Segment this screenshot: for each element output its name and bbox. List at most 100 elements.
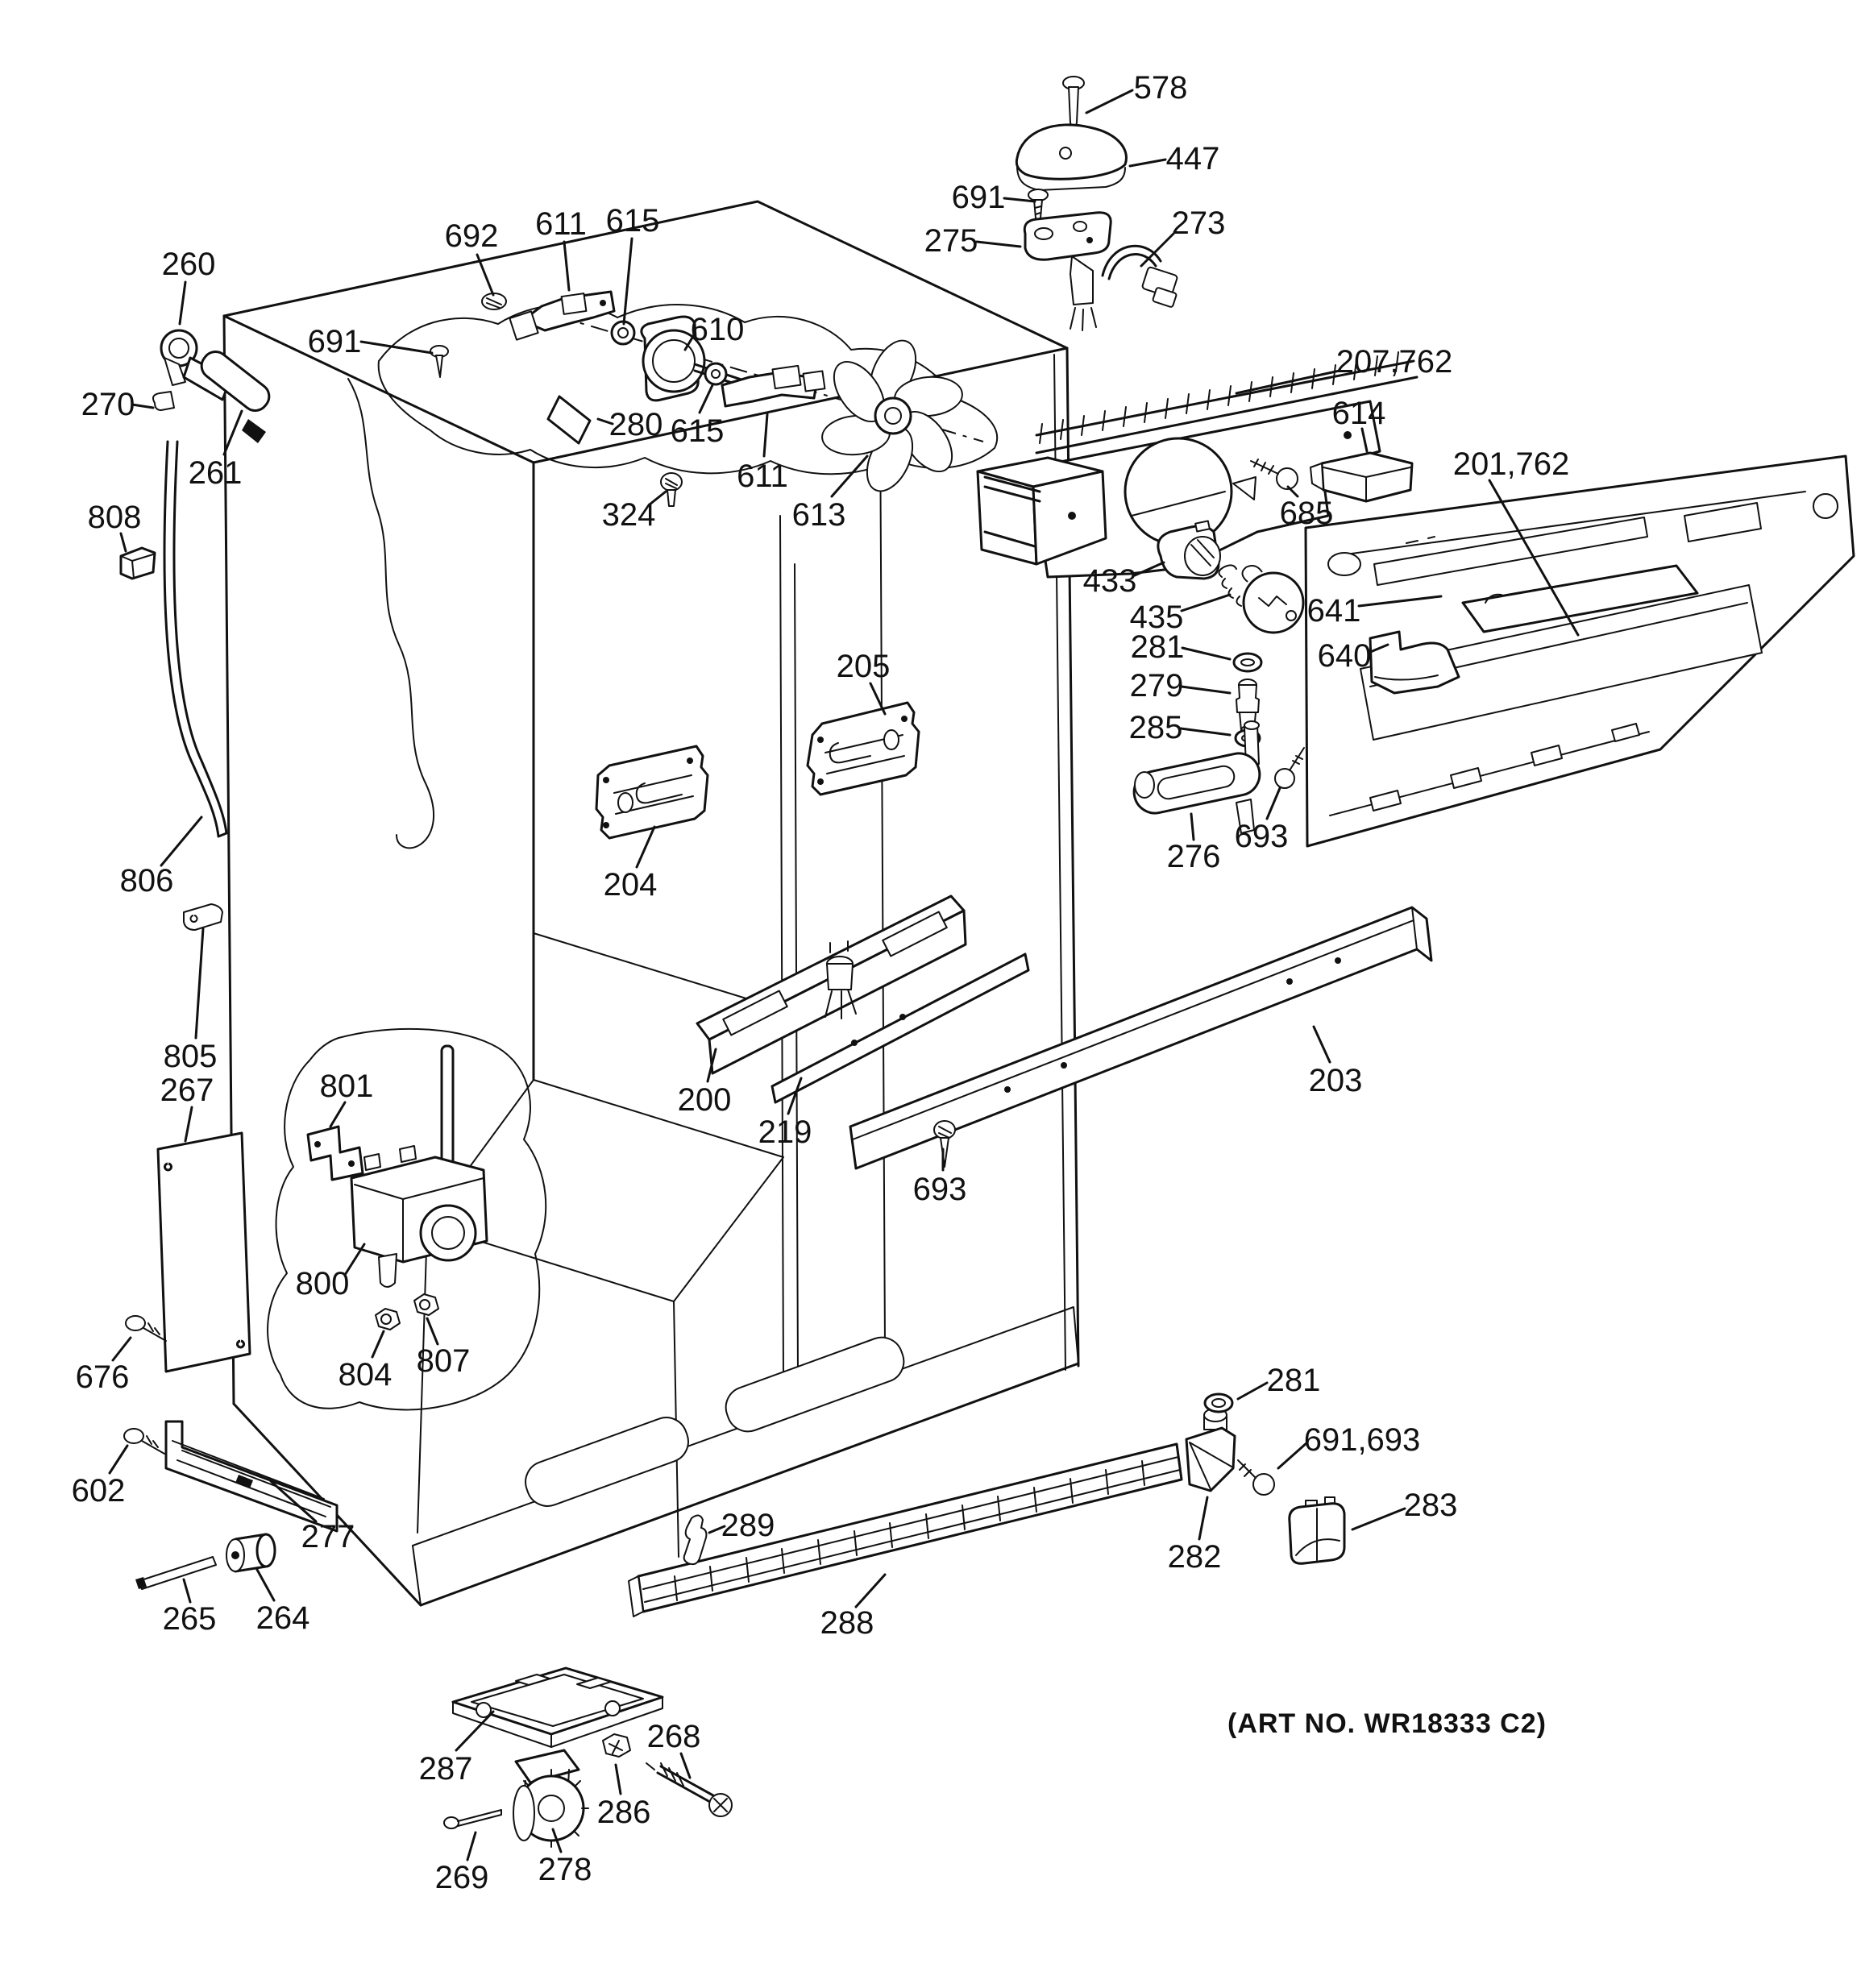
leader-bracket-204: [635, 825, 656, 869]
art-number: (ART NO. WR18333 C2): [1227, 1708, 1547, 1739]
part-label-plate-287: 287: [419, 1751, 473, 1787]
part-label-screw-685: 685: [1280, 496, 1334, 531]
part-label-pin-269: 269: [435, 1860, 489, 1895]
bracket-276-art: [1132, 720, 1261, 834]
part-label-clip-805: 805: [164, 1039, 218, 1074]
leader-valve-800: [343, 1243, 366, 1276]
left-side-parts-art: [119, 329, 547, 1590]
clip-270-art: [152, 391, 175, 411]
part-label-clip-808: 808: [88, 500, 142, 535]
bracket-204-art: [595, 745, 709, 840]
leader-panel-267: [184, 1106, 193, 1143]
rod-280-art: [546, 395, 592, 445]
screw-602-art: [123, 1428, 165, 1455]
leader-screw-693-mid: [1265, 786, 1281, 820]
screw-691-cabinet-art: [430, 345, 449, 378]
cap-283-art: [1288, 1496, 1346, 1565]
part-label-fan-613: 613: [792, 497, 846, 533]
leader-grille-288: [854, 1573, 887, 1608]
part-label-panel-201-762: 201,762: [1453, 446, 1570, 482]
part-label-cap-283: 283: [1404, 1488, 1458, 1523]
part-label-valve-279: 279: [1130, 668, 1184, 703]
leader-clip-805: [194, 927, 205, 1040]
leader-screw-676: [111, 1336, 132, 1362]
part-label-bracket-611-left: 611: [535, 206, 587, 242]
leader-crossbar-219: [787, 1077, 803, 1115]
clip-808-art: [119, 546, 156, 580]
leader-bushing-615-right: [698, 384, 714, 414]
part-label-motor-610: 610: [691, 312, 745, 347]
leader-caster-278: [551, 1828, 563, 1853]
part-label-bracket-611-right: 611: [737, 459, 788, 494]
part-label-caster-278: 278: [538, 1852, 592, 1887]
rod-265-art: [135, 1556, 217, 1590]
leader-bracket-611-right: [762, 413, 769, 458]
part-label-panel-267: 267: [160, 1073, 214, 1108]
leader-clip-808: [119, 532, 127, 553]
leader-screw-691-top: [1003, 197, 1036, 203]
screw-685-art: [1250, 459, 1298, 490]
part-label-washer-615-left: 615: [606, 203, 660, 239]
part-label-valve-800: 800: [296, 1266, 350, 1301]
drain-fitting-art: [825, 940, 857, 1019]
part-label-rod-280: 280: [609, 407, 663, 442]
bracket-205-art: [806, 701, 920, 796]
crossbar-200-art: [696, 894, 967, 1075]
washer-281-upper-hole: [1240, 658, 1255, 666]
part-label-tube-261: 261: [189, 455, 243, 491]
leader-nut-807: [426, 1317, 439, 1346]
part-label-screw-693-mid: 693: [1235, 819, 1289, 854]
leader-rod-265: [182, 1578, 192, 1604]
leader-harness-273: [1140, 232, 1175, 268]
part-label-tube-260: 260: [162, 247, 216, 282]
part-label-cover-447: 447: [1166, 141, 1220, 176]
leader-bulb-435: [1180, 593, 1232, 612]
washer-281-lower-art: [1203, 1392, 1234, 1413]
leader-tube-261: [222, 409, 243, 456]
tube-806-art: [163, 440, 228, 838]
part-label-crossbar-200: 200: [678, 1082, 732, 1118]
part-label-screw-692: 692: [445, 218, 499, 254]
leader-tube-806: [160, 816, 203, 867]
part-label-washer-281-lower: 281: [1267, 1363, 1321, 1398]
leader-nut-804: [371, 1330, 385, 1359]
washer-615-left-hole: [617, 327, 629, 338]
bushing-615-right-art: [704, 362, 728, 386]
clip-289-art: [683, 1514, 708, 1566]
part-label-bushing-615-right: 615: [671, 413, 725, 449]
leader-screw-692: [476, 253, 495, 297]
part-label-screw-324: 324: [602, 497, 656, 533]
part-label-roller-264: 264: [256, 1600, 310, 1636]
part-label-screw-693-lower: 693: [913, 1172, 967, 1207]
part-label-bolt-268: 268: [647, 1719, 701, 1754]
leader-crossbar-200: [706, 1048, 717, 1083]
leader-bracket-640: [1367, 643, 1389, 654]
socket-433-art: [1157, 520, 1221, 580]
part-label-bracket-282: 282: [1168, 1539, 1222, 1575]
bolt-268-art: [646, 1762, 733, 1817]
leader-panel-201-762: [1488, 479, 1580, 637]
leader-screw-578: [1085, 89, 1134, 114]
bulb-435-art: [1218, 564, 1305, 634]
leader-nut-286: [614, 1763, 622, 1795]
leader-screw-691-cabinet: [359, 340, 434, 355]
leader-cover-447: [1128, 158, 1167, 168]
nut-804-art: [375, 1308, 401, 1330]
part-label-screw-602: 602: [72, 1473, 126, 1509]
leader-screw-691-693: [1277, 1441, 1309, 1470]
part-label-crossbar-203: 203: [1309, 1063, 1363, 1098]
leader-rail-277: [269, 1480, 318, 1523]
cover-641-art: [1461, 564, 1699, 633]
pin-269-art: [443, 1809, 502, 1829]
washer-615-left-art: [610, 320, 636, 346]
part-label-clip-289: 289: [721, 1508, 775, 1543]
leader-fan-613: [830, 454, 869, 498]
leader-bracket-611-left: [563, 240, 571, 292]
bracket-611-right-art: [721, 364, 826, 408]
part-label-nut-807: 807: [417, 1343, 471, 1379]
leader-bolt-268: [679, 1752, 692, 1779]
part-label-nut-804: 804: [339, 1357, 393, 1392]
top-cover-parts-art: [1015, 76, 1178, 331]
